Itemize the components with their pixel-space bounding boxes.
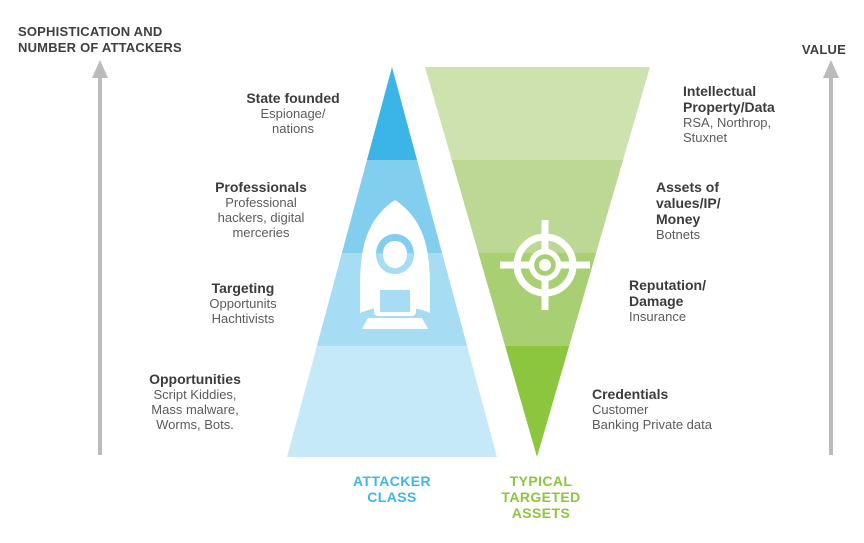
assets-tier-band-3	[425, 253, 650, 346]
attacker-tier-band-4	[287, 346, 497, 457]
tier-title: Targeting	[211, 280, 275, 296]
tier-title: Opportunities	[149, 371, 241, 387]
tier-desc: Professional hackers, digital merceries	[217, 195, 305, 240]
tier-desc: Script Kiddies, Mass malware, Worms, Bot…	[151, 387, 239, 432]
target-icon	[500, 220, 590, 310]
arrow-up-icon	[92, 60, 108, 78]
tier-desc: Customer Banking Private data	[592, 402, 712, 432]
tier-desc: RSA, Northrop, Stuxnet	[683, 115, 772, 145]
attacker-tier-label-3: Targeting Opportunits Hachtivists	[209, 280, 276, 326]
tier-title: State founded	[246, 90, 340, 106]
assets-tier-label-3: Reputation/ Damage Insurance	[629, 277, 706, 324]
attacker-tier-label-4: Opportunities Script Kiddies, Mass malwa…	[149, 371, 241, 432]
tier-title: Professionals	[215, 179, 307, 195]
tier-title: Credentials	[592, 386, 669, 402]
attacker-tier-label-2: Professionals Professional hackers, digi…	[215, 179, 307, 240]
attacker-tier-label-1: State founded Espionage/ nations	[246, 90, 339, 136]
assets-tier-label-1: Intellectual Property/Data RSA, Northrop…	[683, 83, 775, 145]
tier-title: Reputation/ Damage	[629, 277, 706, 309]
assets-tier-band-1	[425, 67, 650, 160]
assets-tier-label-4: Credentials Customer Banking Private dat…	[592, 386, 712, 432]
tier-desc: Opportunits Hachtivists	[209, 296, 277, 326]
arrow-line	[829, 76, 833, 455]
assets-tier-label-2: Assets of values/IP/ Money Botnets	[656, 179, 721, 242]
attacker-class-caption: ATTACKER CLASS	[352, 473, 432, 505]
attacker-class-pyramid	[287, 67, 497, 457]
tier-title: Assets of values/IP/ Money	[656, 179, 721, 227]
targeted-assets-caption: TYPICAL TARGETED ASSETS	[501, 473, 581, 521]
sophistication-axis-label: SOPHISTICATION AND NUMBER OF ATTACKERS	[18, 24, 182, 55]
hacker-icon	[360, 200, 430, 329]
tier-desc: Insurance	[629, 309, 687, 324]
targeted-assets-pyramid	[425, 67, 650, 457]
tier-desc: Espionage/ nations	[260, 106, 326, 136]
tier-title: Intellectual Property/Data	[683, 83, 775, 115]
arrow-up-icon	[823, 60, 839, 78]
arrow-line	[98, 76, 102, 455]
tier-desc: Botnets	[656, 227, 701, 242]
value-axis-label: VALUE	[801, 42, 846, 57]
